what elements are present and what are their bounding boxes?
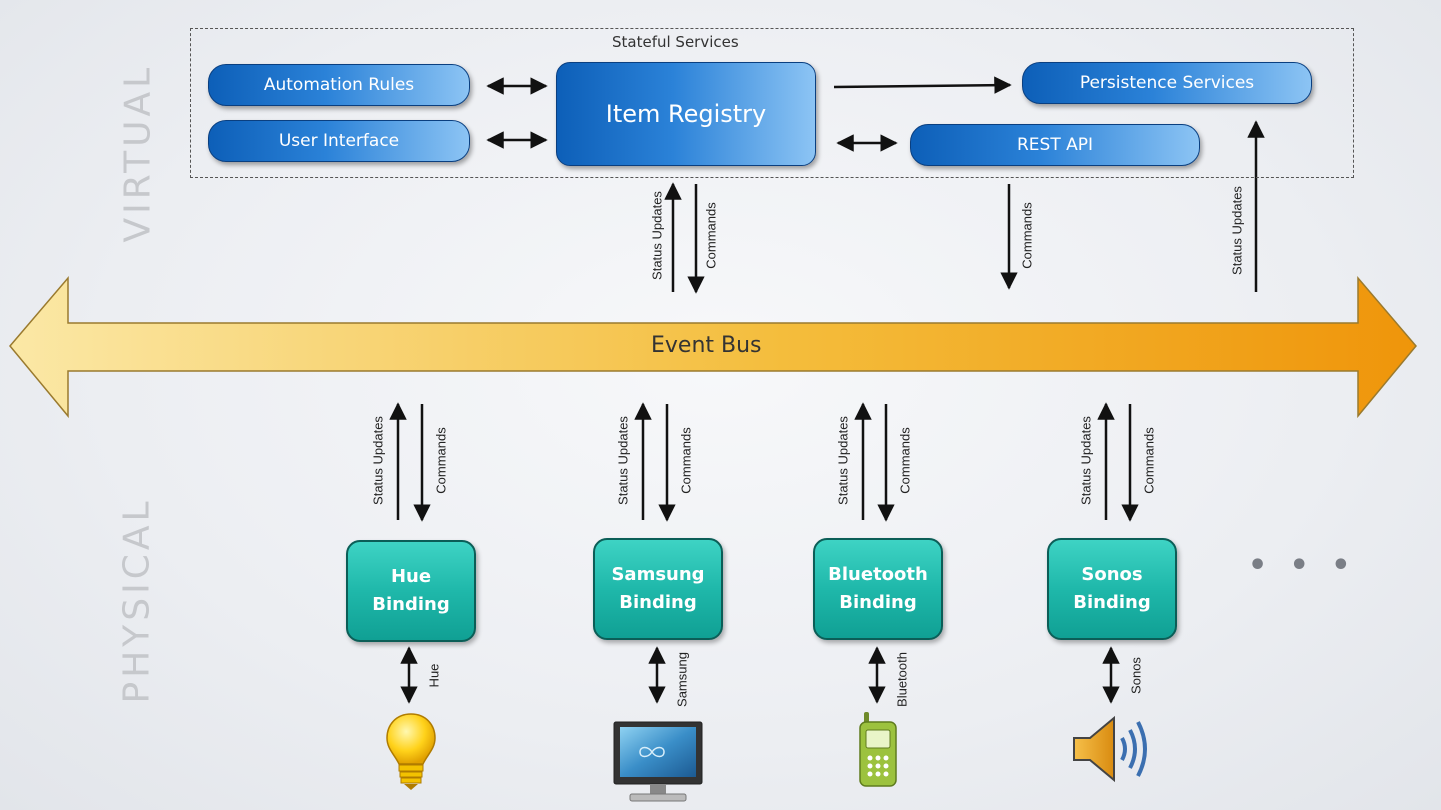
automation-rules-node: Automation Rules bbox=[208, 64, 470, 106]
event-bus-arrow bbox=[9, 275, 1417, 419]
light-bulb-icon bbox=[386, 713, 436, 790]
samsung-status-label: Status Updates bbox=[615, 416, 631, 505]
hue-protocol-label: Hue bbox=[426, 663, 442, 688]
hue-status-label: Status Updates bbox=[370, 416, 386, 505]
stateful-services-group bbox=[190, 28, 1354, 178]
physical-layer-label: PHYSICAL bbox=[116, 497, 158, 704]
stateful-services-title: Stateful Services bbox=[612, 33, 739, 51]
rest-commands-label: Commands bbox=[1019, 202, 1035, 269]
samsung-commands-label: Commands bbox=[678, 427, 694, 494]
hue-binding-suffix: Binding bbox=[372, 594, 450, 615]
user-interface-node: User Interface bbox=[208, 120, 470, 162]
more-bindings-indicator: • • • bbox=[1248, 548, 1357, 583]
sonos-binding-name: Sonos bbox=[1081, 564, 1143, 585]
bluetooth-binding-suffix: Binding bbox=[839, 592, 917, 613]
rest-api-node: REST API bbox=[910, 124, 1200, 166]
registry-persistence-arrow bbox=[833, 76, 1012, 94]
bluetooth-binding-node: Bluetooth Binding bbox=[813, 538, 943, 640]
event-bus-label: Event Bus bbox=[651, 333, 762, 358]
virtual-layer-label: VIRTUAL bbox=[117, 63, 159, 243]
mobile-phone-icon bbox=[859, 712, 897, 787]
sonos-commands-label: Commands bbox=[1141, 427, 1157, 494]
sonos-status-label: Status Updates bbox=[1078, 416, 1094, 505]
sonos-binding-node: Sonos Binding bbox=[1047, 538, 1177, 640]
samsung-binding-suffix: Binding bbox=[619, 592, 697, 613]
sonos-binding-suffix: Binding bbox=[1073, 592, 1151, 613]
bluetooth-status-label: Status Updates bbox=[835, 416, 851, 505]
bluetooth-protocol-label: Bluetooth bbox=[894, 652, 910, 707]
registry-status-label: Status Updates bbox=[649, 191, 665, 280]
registry-commands-label: Commands bbox=[703, 202, 719, 269]
hue-commands-label: Commands bbox=[433, 427, 449, 494]
hue-binding-node: Hue Binding bbox=[346, 540, 476, 642]
persistence-status-label: Status Updates bbox=[1229, 186, 1245, 275]
samsung-binding-node: Samsung Binding bbox=[593, 538, 723, 640]
item-registry-node: Item Registry bbox=[556, 62, 816, 166]
speaker-icon bbox=[1073, 715, 1147, 783]
samsung-protocol-label: Samsung bbox=[674, 652, 690, 707]
bluetooth-commands-label: Commands bbox=[897, 427, 913, 494]
bluetooth-binding-name: Bluetooth bbox=[828, 564, 928, 585]
hue-binding-name: Hue bbox=[390, 566, 432, 587]
samsung-binding-name: Samsung bbox=[611, 564, 705, 585]
tv-icon bbox=[613, 721, 703, 802]
persistence-services-node: Persistence Services bbox=[1022, 62, 1312, 104]
sonos-protocol-label: Sonos bbox=[1128, 657, 1144, 694]
